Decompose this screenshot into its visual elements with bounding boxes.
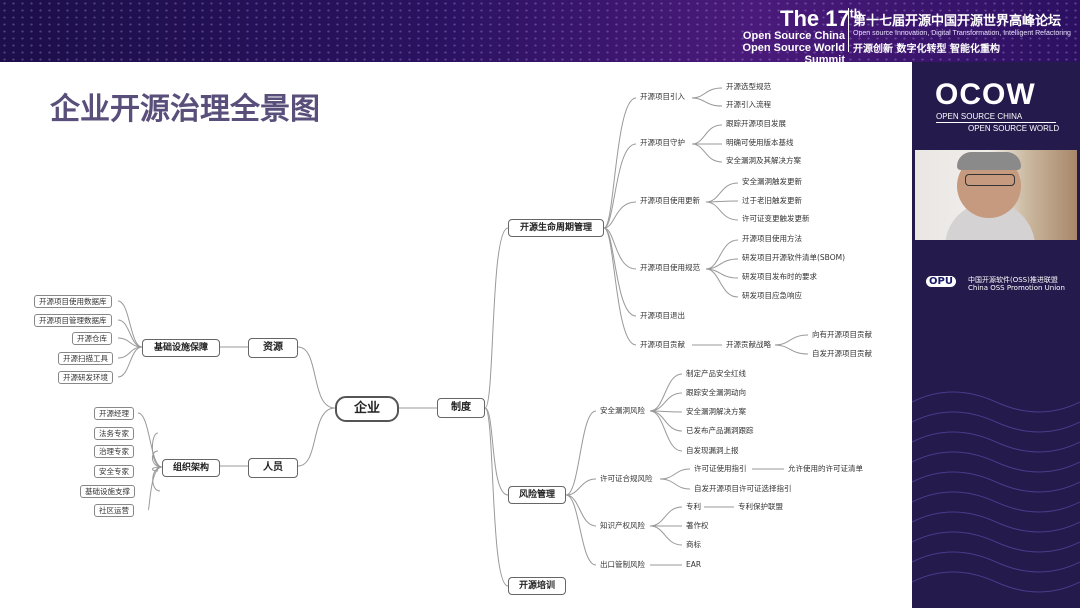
org-node: 组织架构 bbox=[162, 459, 220, 477]
lc-guard-item-1: 跟踪开源项目发展 bbox=[726, 119, 786, 129]
risk-lic-a: 许可证使用指引 bbox=[694, 464, 747, 474]
opu-logo: OPU bbox=[926, 276, 956, 287]
risk-sec-item-2: 跟踪安全漏洞动向 bbox=[686, 388, 746, 398]
risk-ip-sub: 专利保护联盟 bbox=[738, 502, 783, 512]
infra-item-4: 开源扫描工具 bbox=[58, 352, 113, 365]
lc-update: 开源项目使用更新 bbox=[640, 196, 700, 206]
lc-update-item-3: 许可证变更触发更新 bbox=[742, 214, 810, 224]
infra-item-3: 开源仓库 bbox=[72, 332, 112, 345]
people-node: 人员 bbox=[248, 458, 298, 478]
training-node: 开源培训 bbox=[508, 577, 566, 595]
lc-update-item-1: 安全漏洞触发更新 bbox=[742, 177, 802, 187]
org-item-3: 治理专家 bbox=[94, 445, 134, 458]
lc-strategy-item-1: 向有开源项目贡献 bbox=[812, 330, 872, 340]
risk-sec-item-1: 制定产品安全红线 bbox=[686, 369, 746, 379]
lc-spec: 开源项目使用规范 bbox=[640, 263, 700, 273]
risk-sec-item-5: 自发现漏洞上报 bbox=[686, 446, 739, 456]
lc-contrib: 开源项目贡献 bbox=[640, 340, 685, 350]
system-node: 制度 bbox=[437, 398, 485, 418]
risk-ip: 知识产权风险 bbox=[600, 521, 645, 531]
org-item-6: 社区运营 bbox=[94, 504, 134, 517]
side-panel: OCOW OPEN SOURCE CHINA OPEN SOURCE WORLD… bbox=[912, 62, 1080, 608]
lc-spec-item-1: 开源项目使用方法 bbox=[742, 234, 802, 244]
ocow-logo: OCOW bbox=[935, 78, 1036, 112]
lc-intro-item-2: 开源引入流程 bbox=[726, 100, 771, 110]
risk-ip-item-3: 商标 bbox=[686, 540, 701, 550]
tagline-cn: 开源创新 数字化转型 智能化重构 bbox=[853, 40, 1000, 55]
lifecycle-node: 开源生命周期管理 bbox=[508, 219, 604, 237]
speaker-video bbox=[915, 150, 1077, 240]
top-banner: The 17th Open Source China Open Source W… bbox=[0, 0, 1080, 62]
risk-ip-item-1: 专利 bbox=[686, 502, 701, 512]
resource-node: 资源 bbox=[248, 338, 298, 358]
lc-guard-item-3: 安全漏洞及其解决方案 bbox=[726, 156, 801, 166]
oswc-label: Open Source World Summit bbox=[700, 42, 845, 62]
lc-update-item-2: 过于老旧触发更新 bbox=[742, 196, 802, 206]
org-item-4: 安全专家 bbox=[94, 465, 134, 478]
opu-en-label: China OSS Promotion Union bbox=[968, 284, 1065, 292]
center-node: 企业 bbox=[335, 396, 399, 422]
lc-intro-item-1: 开源选型规范 bbox=[726, 82, 771, 92]
risk-sec-item-3: 安全漏洞解决方案 bbox=[686, 407, 746, 417]
tagline-en: Open source Innovation, Digital Transfor… bbox=[853, 30, 1071, 37]
summit-title: 第十七届开源中国开源世界高峰论坛 bbox=[853, 10, 1061, 29]
open-source-world-label: OPEN SOURCE WORLD bbox=[968, 124, 1059, 133]
wave-decoration bbox=[912, 362, 1080, 608]
org-item-5: 基础设施支撑 bbox=[80, 485, 135, 498]
infra-item-1: 开源项目使用数据库 bbox=[34, 295, 112, 308]
lc-guard: 开源项目守护 bbox=[640, 138, 685, 148]
logo-rule bbox=[936, 122, 1056, 123]
risk-export-sub: EAR bbox=[686, 560, 701, 570]
org-item-1: 开源经理 bbox=[94, 407, 134, 420]
lc-strategy-item-2: 自发开源项目贡献 bbox=[812, 349, 872, 359]
org-item-2: 法务专家 bbox=[94, 427, 134, 440]
risk-sec: 安全漏洞风险 bbox=[600, 406, 645, 416]
lc-spec-item-2: 研发项目开源软件清单(SBOM) bbox=[742, 253, 845, 263]
infra-node: 基础设施保障 bbox=[142, 339, 220, 357]
banner-divider bbox=[848, 8, 849, 52]
risk-ip-item-2: 著作权 bbox=[686, 521, 709, 531]
risk-sec-item-4: 已发布产品漏洞跟踪 bbox=[686, 426, 754, 436]
risk-lic-a-sub: 允许使用的许可证清单 bbox=[788, 464, 863, 474]
lc-exit: 开源项目退出 bbox=[640, 311, 685, 321]
risk-export: 出口管制风险 bbox=[600, 560, 645, 570]
risk-lic: 许可证合规风险 bbox=[600, 474, 653, 484]
lc-spec-item-4: 研发项目应急响应 bbox=[742, 291, 802, 301]
lc-guard-item-2: 明确可使用版本基线 bbox=[726, 138, 794, 148]
osc-label: Open Source China bbox=[700, 30, 845, 42]
risk-node: 风险管理 bbox=[508, 486, 566, 504]
lc-spec-item-3: 研发项目发布时的要求 bbox=[742, 272, 817, 282]
lc-intro: 开源项目引入 bbox=[640, 92, 685, 102]
infra-item-5: 开源研发环境 bbox=[58, 371, 113, 384]
speaker-hair bbox=[957, 152, 1021, 170]
infra-item-2: 开源项目管理数据库 bbox=[34, 314, 112, 327]
lc-strategy: 开源贡献战略 bbox=[726, 340, 771, 350]
glasses-icon bbox=[965, 174, 1015, 186]
open-source-china-label: OPEN SOURCE CHINA bbox=[936, 112, 1022, 121]
risk-lic-b: 自发开源项目许可证选择指引 bbox=[694, 484, 792, 494]
